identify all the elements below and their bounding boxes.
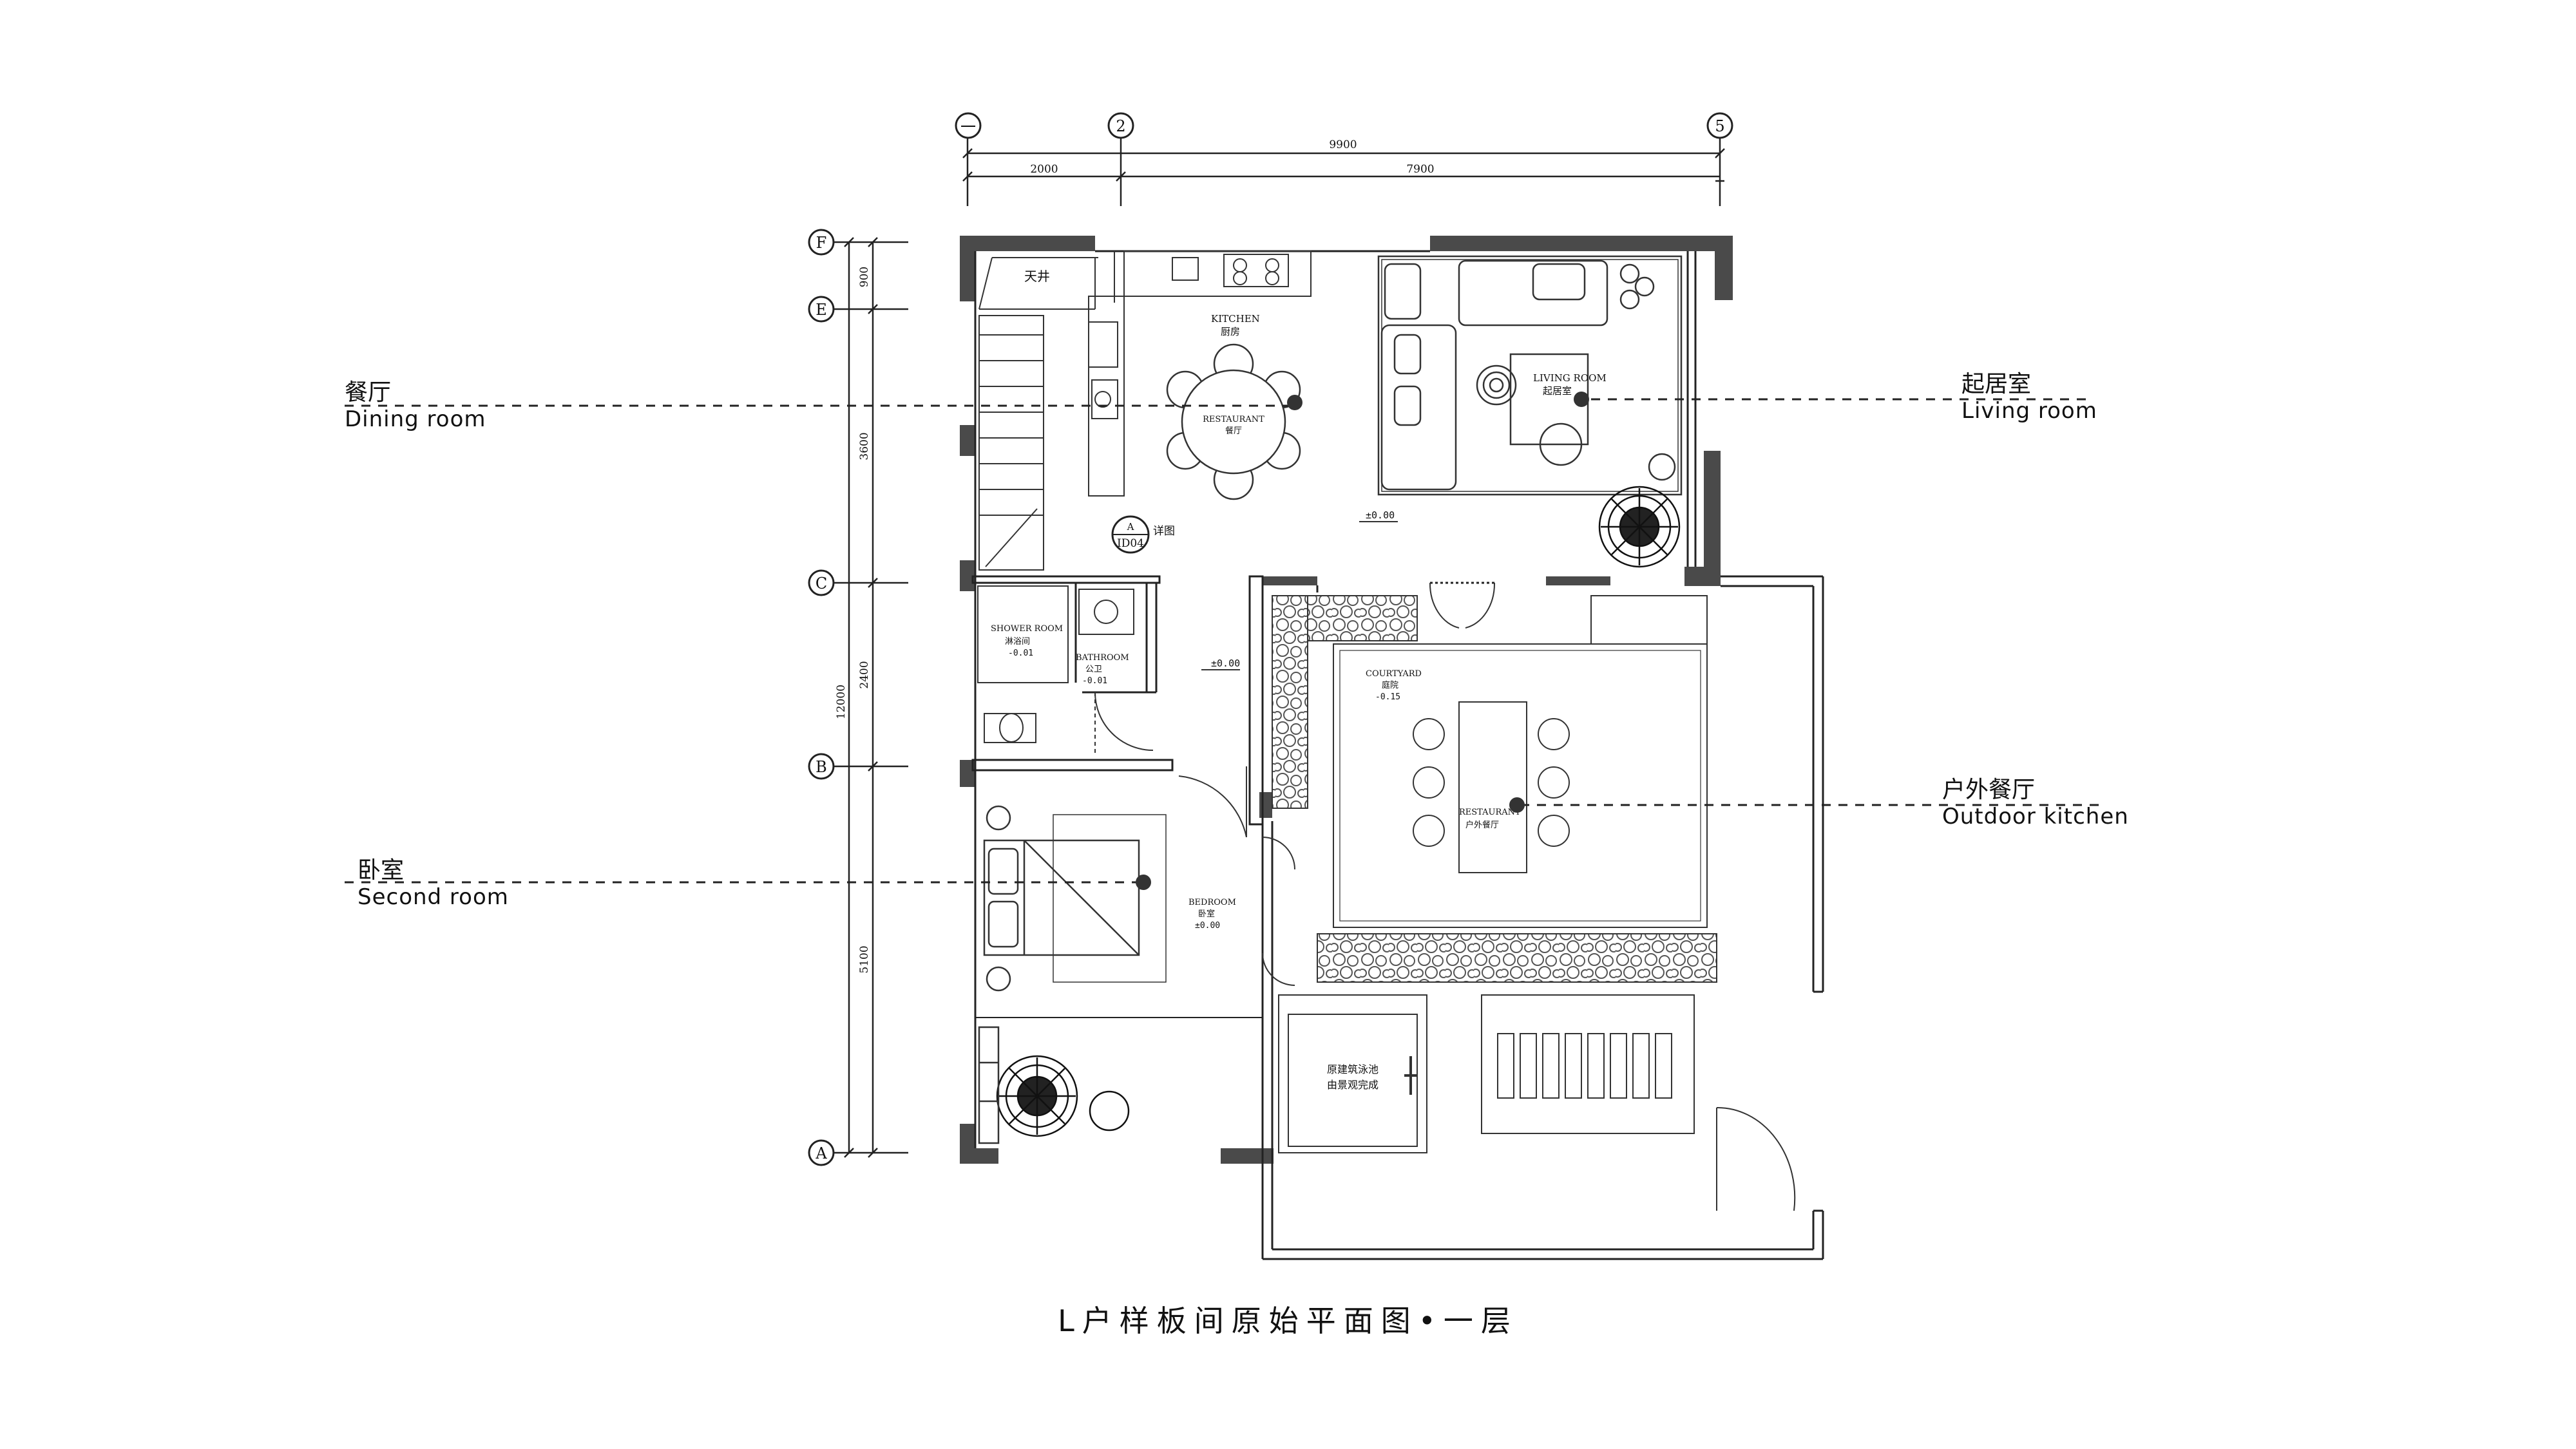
callout-dining: 餐厅 Dining room [345,379,486,433]
svg-text:详图: 详图 [1153,525,1175,538]
kitchen-label-en: KITCHEN [1211,313,1260,325]
plant-icon [996,1055,1130,1137]
loungers [1481,994,1796,1211]
svg-text:A: A [1127,521,1134,533]
axis-E-bubble: E [808,296,835,323]
dim-left-3: 2400 [858,661,871,688]
dim-top-left: 2000 [1030,163,1058,176]
bath-level: -0.01 [1082,676,1107,686]
floor-level-hall: ±0.00 [1211,658,1240,669]
pool-label-1: 原建筑泳池 [1327,1063,1379,1075]
bedroom-marker [1136,875,1151,890]
axis-1-bubble: 一 [955,112,982,139]
callout-dining-en: Dining room [345,406,486,433]
callout-outdoor-zh: 户外餐厅 [1942,777,2036,803]
pebble-strip [1307,595,1418,641]
callout-dining-zh: 餐厅 [345,379,392,406]
restaurant-label-en: RESTAURANT [1203,415,1264,424]
callout-living-en: Living room [1961,398,2097,424]
svg-text:ID04: ID04 [1117,537,1144,550]
top-dimensions [962,138,1725,206]
dim-top-right: 7900 [1406,163,1434,176]
shower-label-zh: 淋浴间 [1005,637,1030,647]
axis-2-bubble: 2 [1107,112,1134,139]
pebble-strip [1272,595,1308,809]
callout-leaders [345,398,2106,884]
outdoor-label-en: RESTAURANT [1459,808,1521,817]
courtyard [1333,582,1708,928]
callout-second-zh: 卧室 [358,857,405,884]
pool [1278,994,1427,1153]
svg-text:5: 5 [1715,117,1724,135]
svg-text:F: F [816,234,827,252]
living-label-en: LIVING ROOM [1533,372,1607,384]
bedroom-level: ±0.00 [1195,921,1220,931]
restaurant-label-zh: 餐厅 [1225,426,1242,436]
svg-text:一: 一 [960,118,976,136]
svg-text:A: A [815,1144,827,1162]
shower-label-en: SHOWER ROOM [991,624,1063,634]
bath-label-zh: 公卫 [1085,665,1102,674]
shower-level: -0.01 [1008,649,1033,658]
left-dimensions [834,237,908,1158]
dining-table [1166,343,1301,500]
dim-left-4: 5100 [858,945,871,973]
outdoor-marker [1509,797,1525,813]
svg-text:2: 2 [1116,117,1125,135]
kitchen-fixtures [1088,251,1312,497]
dim-left-1: 900 [858,267,871,287]
staircase [978,257,1098,571]
outdoor-label-zh: 户外餐厅 [1465,820,1499,830]
axis-F-bubble: F [808,229,835,256]
callout-second-en: Second room [358,884,509,911]
bedroom-label-en: BEDROOM [1188,898,1236,907]
axis-5-bubble: 5 [1706,112,1733,139]
bedroom-label-zh: 卧室 [1198,909,1215,919]
pool-label-2: 由景观完成 [1327,1079,1379,1091]
axis-A-bubble: A [808,1139,835,1166]
callout-living: 起居室 Living room [1961,370,2097,424]
svg-text:C: C [816,574,827,592]
bedroom-furniture [978,766,1295,1144]
callout-living-zh: 起居室 [1961,371,2032,397]
dining-marker [1287,395,1302,410]
detail-tag: A ID04 详图 [1111,515,1175,554]
bathroom-fixtures [977,585,1154,753]
skywell-label: 天井 [1024,269,1050,284]
structural-walls [960,236,1733,1164]
dim-top-total: 9900 [1329,138,1357,151]
courtyard-label-en: COURTYARD [1366,669,1422,679]
dim-left-total: 12000 [835,685,848,719]
courtyard-level: -0.15 [1375,692,1400,702]
axis-C-bubble: C [808,569,835,596]
svg-text:B: B [816,758,827,776]
living-room-furniture [1377,255,1683,496]
callout-outdoor: 户外餐厅 Outdoor kitchen [1942,776,2129,830]
drawing-title: L户样板间原始平面图•一层 [1058,1303,1518,1338]
kitchen-label-zh: 厨房 [1221,326,1240,337]
living-marker [1574,392,1589,407]
plant-icon [1598,486,1681,568]
floor-level-main: ±0.00 [1366,509,1395,521]
bath-label-en: BATHROOM [1076,653,1129,663]
callout-second: 卧室 Second room [358,857,509,911]
pebble-strip [1317,933,1717,983]
axis-B-bubble: B [808,753,835,780]
dim-left-2: 3600 [858,432,871,460]
living-label-zh: 起居室 [1543,385,1572,397]
callout-outdoor-en: Outdoor kitchen [1942,804,2129,830]
courtyard-label-zh: 庭院 [1382,680,1398,690]
svg-text:E: E [816,301,827,319]
interior-walls [971,250,1824,1260]
